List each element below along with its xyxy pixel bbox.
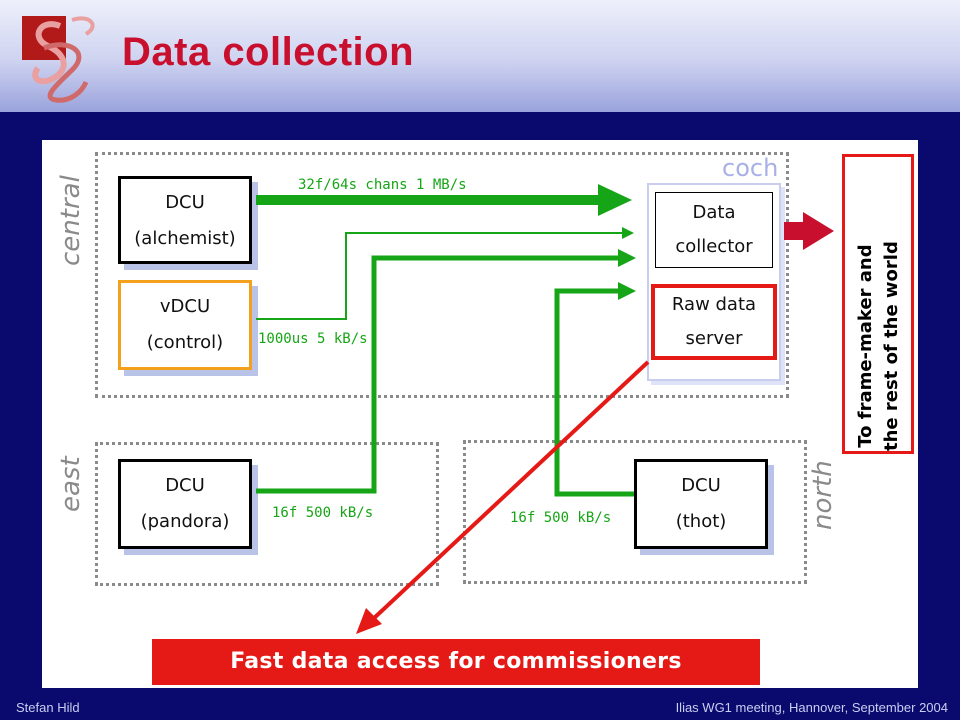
dcu-alchemist-node[interactable]: DCU (alchemist) xyxy=(118,176,252,264)
vdcu-control-host: (control) xyxy=(146,332,224,353)
pandora-flow-arrow xyxy=(256,255,620,494)
data-collector-line1: Data xyxy=(692,202,736,223)
to-world-text: To frame-maker and the rest of the world xyxy=(853,241,905,451)
rate-label-thot: 16f 500 kB/s xyxy=(510,510,612,526)
data-collector-node[interactable]: Data collector xyxy=(655,192,773,268)
raw-data-server-line2: server xyxy=(685,328,743,349)
dcu-alchemist-name: DCU xyxy=(165,192,205,213)
control-flow-arrow xyxy=(256,232,624,320)
dcu-pandora-node[interactable]: DCU (pandora) xyxy=(118,459,252,549)
rate-label-control: 1000us 5 kB/s xyxy=(258,331,368,347)
page-title: Data collection xyxy=(122,30,415,74)
thot-flow-arrowhead xyxy=(618,282,636,300)
world-arrow-head xyxy=(803,212,834,250)
zone-east xyxy=(95,442,439,586)
geo-logo-icon xyxy=(22,16,95,103)
dcu-thot-name: DCU xyxy=(681,475,721,496)
fast-access-arrowhead xyxy=(356,608,382,634)
zone-north xyxy=(463,440,807,584)
to-world-line2: the rest of the world xyxy=(881,241,902,451)
raw-data-server-line1: Raw data xyxy=(671,294,757,315)
dcu-thot-node[interactable]: DCU (thot) xyxy=(634,459,768,549)
zone-central xyxy=(95,152,789,398)
fast-access-banner[interactable]: Fast data access for commissioners xyxy=(152,639,760,685)
footer-bar: Stefan Hild Ilias WG1 meeting, Hannover,… xyxy=(0,696,960,720)
dcu-alchemist-host: (alchemist) xyxy=(134,228,236,249)
zone-label-coch: coch xyxy=(722,154,779,182)
footer-event: Ilias WG1 meeting, Hannover, September 2… xyxy=(675,700,948,715)
to-world-box[interactable]: To frame-maker and the rest of the world xyxy=(842,154,914,454)
dcu-pandora-host: (pandora) xyxy=(140,511,230,532)
pandora-flow-arrowhead xyxy=(618,249,636,267)
header-bar: Data collection xyxy=(0,0,960,112)
footer-author: Stefan Hild xyxy=(16,700,80,715)
raw-data-server-node[interactable]: Raw data server xyxy=(651,284,777,360)
alchemist-flow-arrowhead xyxy=(598,184,632,216)
to-world-line1: To frame-maker and xyxy=(855,244,876,448)
world-arrow-shaft xyxy=(784,222,804,240)
rate-label-pandora: 16f 500 kB/s xyxy=(272,505,374,521)
vdcu-control-name: vDCU xyxy=(159,296,211,317)
fast-access-arrow xyxy=(370,360,650,622)
dcu-pandora-name: DCU xyxy=(165,475,205,496)
rate-label-alchemist: 32f/64s chans 1 MB/s xyxy=(298,177,467,193)
data-collector-line2: collector xyxy=(675,236,753,257)
thot-flow-arrow xyxy=(554,288,634,497)
dcu-thot-host: (thot) xyxy=(675,511,727,532)
vdcu-control-node[interactable]: vDCU (control) xyxy=(118,280,252,370)
control-flow-arrowhead xyxy=(622,227,634,239)
